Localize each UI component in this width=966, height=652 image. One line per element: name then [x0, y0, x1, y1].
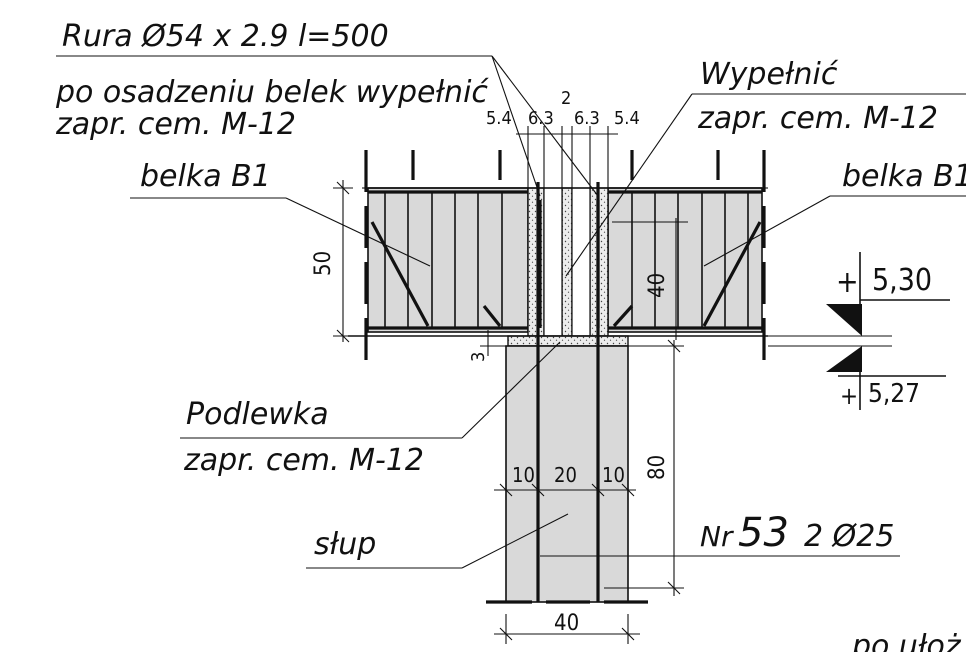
elevation-lower: 5,27 — [868, 379, 920, 409]
label-pipe: Rura Ø54 x 2.9 l=500 — [62, 19, 389, 54]
grout-layer — [507, 335, 629, 347]
dimension-lines — [333, 126, 688, 644]
label-bottom-note: po ułoż — [851, 629, 962, 652]
label-rebar-spec: 2 Ø25 — [804, 519, 894, 554]
dim-top-6-3-right: 6.3 — [574, 108, 600, 129]
dim-top-5-4-left: 5.4 — [486, 108, 512, 129]
joint-fill — [527, 187, 609, 337]
dim-top-6-3-left: 6.3 — [528, 108, 554, 129]
label-rebar-number: 53 — [738, 510, 789, 556]
label-wypelnic-2: zapr. cem. M-12 — [697, 101, 938, 136]
elevation-upper-sign: + — [836, 265, 859, 300]
beam-longitudinal-rebars — [362, 187, 768, 330]
dim-col-10-left: 10 — [512, 463, 535, 487]
elevation-markers — [768, 252, 950, 410]
label-fill-note-1: po osadzeniu belek wypełnić — [55, 75, 489, 110]
beam-left-stirrups — [370, 192, 503, 328]
dim-col-20: 20 — [554, 463, 577, 487]
dim-top-5-4-right: 5.4 — [614, 108, 640, 129]
beam-right-body — [607, 187, 763, 333]
dim-beam-height: 50 — [311, 251, 336, 276]
elevation-upper: 5,30 — [872, 263, 932, 298]
label-beam-right: belka B1 — [842, 159, 966, 194]
dim-gap-3: 3 — [468, 352, 489, 362]
elevation-lower-sign: + — [840, 382, 858, 410]
beam-end-lines — [364, 150, 766, 362]
label-beam-left: belka B1 — [140, 159, 271, 194]
dim-col-10-right: 10 — [602, 463, 625, 487]
dim-top-2: 2 — [561, 88, 571, 109]
beam-right-stirrups — [612, 192, 762, 328]
label-rebar-prefix: Nr — [700, 520, 734, 553]
leader-lines — [56, 55, 966, 569]
dim-col-80: 80 — [645, 455, 670, 480]
column-rebars — [536, 182, 600, 602]
label-fill-note-2: zapr. cem. M-12 — [55, 107, 296, 142]
label-wypelnic-1: Wypełnić — [700, 57, 839, 92]
label-grout-1: Podlewka — [186, 397, 329, 432]
dim-inner-40: 40 — [645, 273, 670, 298]
label-column: słup — [314, 527, 376, 562]
label-grout-2: zapr. cem. M-12 — [183, 443, 424, 478]
dim-col-width-40: 40 — [554, 611, 579, 636]
column-body — [505, 345, 629, 603]
